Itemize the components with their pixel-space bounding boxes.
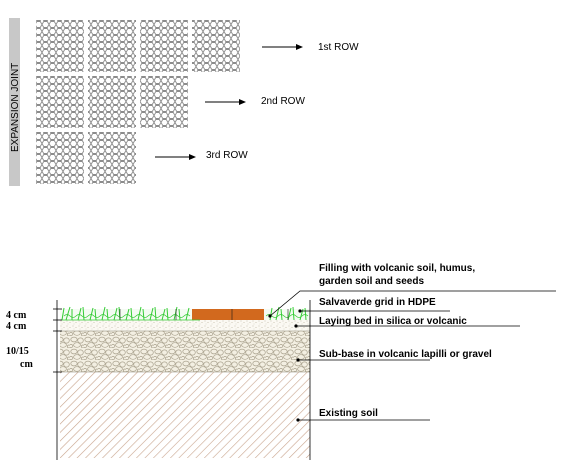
row-1-label: 1st ROW [318, 42, 359, 53]
filling-block [192, 309, 264, 320]
existing-soil-label: Existing soil [319, 408, 378, 419]
row-1-panels [36, 20, 240, 72]
laying-bed-label: Laying bed in silica or volcanic [319, 316, 467, 327]
grid-cells [119, 309, 289, 320]
grid-label: Salvaverde grid in HDPE [319, 297, 436, 308]
cross-section: 4 cm 4 cm 10/15 cm Filling with volcanic… [6, 263, 556, 460]
grass-blades [61, 306, 309, 321]
dimension-bed: 4 cm [6, 321, 27, 332]
row-2-panels [36, 76, 188, 128]
expansion-joint-bar [9, 18, 20, 186]
row-3-label: 3rd ROW [206, 150, 248, 161]
row-3-panels [36, 132, 136, 184]
grid-layer [60, 309, 310, 320]
dimension-sub-base-unit: cm [20, 359, 33, 370]
plan-view: EXPANSION JOINT 1st ROW 2nd ROW 3rd ROW [9, 18, 359, 186]
filling-label-line2: garden soil and seeds [319, 276, 424, 287]
leader-lines [269, 290, 556, 421]
filling-label: Filling with volcanic soil, humus, [319, 263, 475, 274]
dimension-grid: 4 cm [6, 310, 27, 321]
laying-bed-layer [60, 320, 310, 331]
sub-base-layer [60, 331, 310, 372]
expansion-joint-label: EXPANSION JOINT [10, 63, 21, 152]
dimension-sub-base: 10/15 [6, 346, 29, 357]
sub-base-label: Sub-base in volcanic lapilli or gravel [319, 349, 492, 360]
row-2-label: 2nd ROW [261, 96, 305, 107]
existing-soil-layer [60, 372, 310, 458]
